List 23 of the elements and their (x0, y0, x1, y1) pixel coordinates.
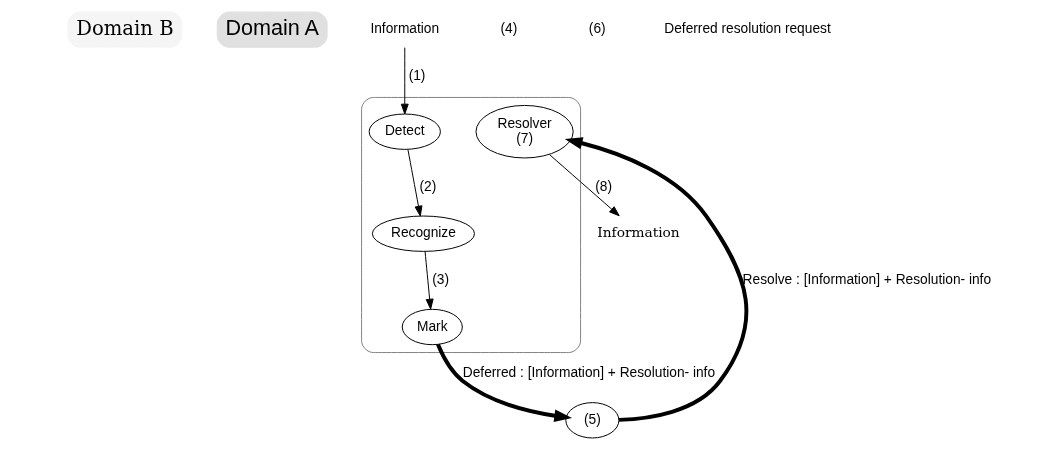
label: Deferred resolution request (663, 21, 831, 37)
edge-label: Resolve : [Information] + Resolution- info (742, 271, 991, 287)
node-ellipse: Detect (368, 113, 441, 150)
edge-label: (8) (594, 178, 612, 194)
node-ellipse: Recognize (371, 215, 475, 252)
label: (6) (588, 21, 606, 37)
edge-label: (1) (408, 67, 425, 83)
node-text: Information (596, 224, 680, 241)
arrow (424, 250, 434, 310)
arrow (406, 149, 422, 217)
node-text: Information (369, 21, 439, 37)
arrow (435, 343, 572, 422)
edge-label: (2) (418, 178, 436, 194)
node-box: Domain A (216, 11, 328, 48)
label: (4) (499, 21, 517, 37)
edge-label: (3) (431, 271, 449, 287)
node-ellipse: Mark (401, 308, 463, 346)
edge-label: Deferred : [Information] + Resolution- info (462, 365, 715, 381)
arrow (564, 137, 748, 422)
arrow (400, 47, 409, 115)
arrow (548, 154, 620, 217)
node-ellipse: (5) (564, 402, 619, 439)
node-ellipse: Resolver (7) (475, 104, 574, 159)
